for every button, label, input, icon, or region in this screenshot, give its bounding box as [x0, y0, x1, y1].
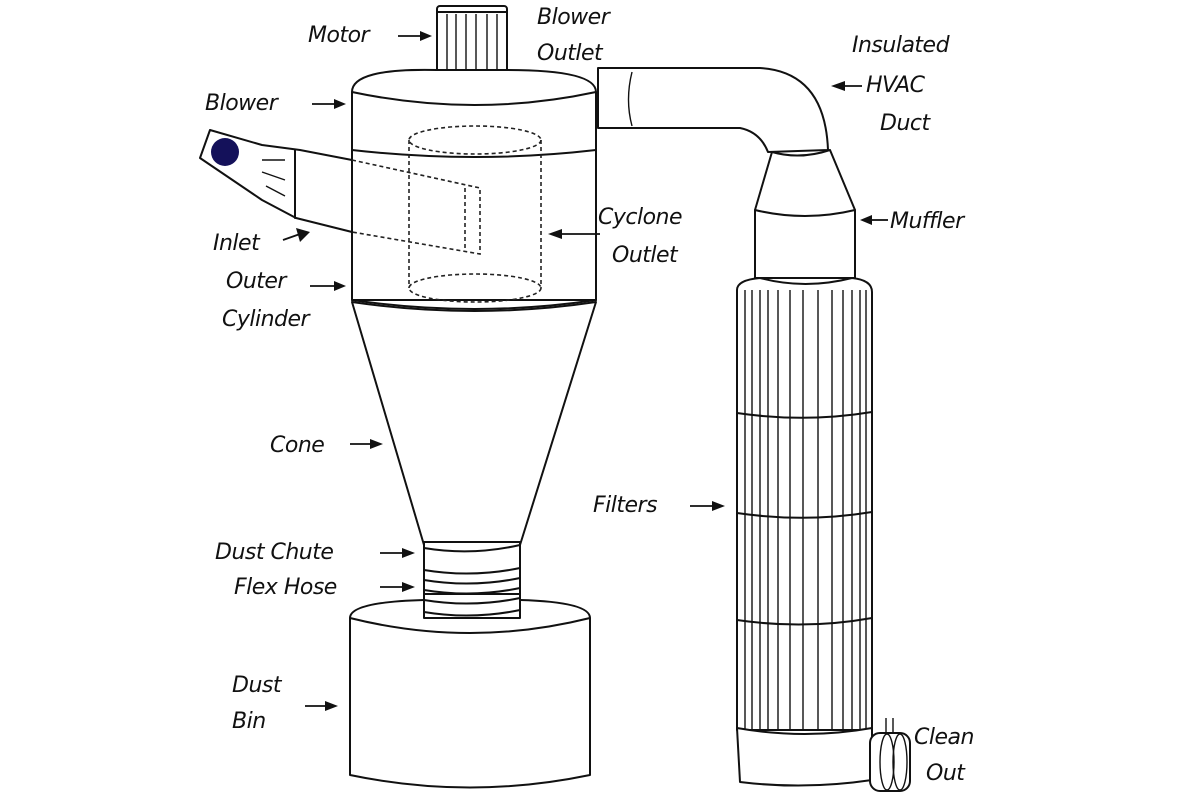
label-cyclone-outlet: Cyclone Outlet — [548, 205, 683, 268]
svg-text:Flex Hose: Flex Hose — [234, 575, 337, 600]
label-insulated-hvac-duct: Insulated HVAC Duct — [831, 33, 951, 136]
cyclone-outlet — [408, 125, 542, 303]
inlet — [199, 129, 481, 255]
label-motor: Motor — [308, 23, 432, 48]
outer-cylinder — [351, 68, 597, 310]
label-dust-bin: Dust Bin — [232, 673, 338, 734]
svg-text:Cyclone: Cyclone — [598, 205, 682, 230]
svg-text:Dust Chute: Dust Chute — [215, 540, 333, 565]
svg-text:Outlet: Outlet — [612, 243, 679, 268]
svg-text:Clean: Clean — [914, 725, 974, 750]
label-outer-cylinder: Outer Cylinder — [222, 269, 346, 332]
svg-text:Duct: Duct — [880, 111, 931, 136]
svg-text:Muffler: Muffler — [890, 209, 966, 234]
label-filters: Filters — [593, 493, 725, 518]
filters — [736, 277, 873, 787]
svg-text:Dust: Dust — [232, 673, 283, 698]
svg-text:Cone: Cone — [270, 433, 324, 458]
inlet-dot — [211, 138, 239, 166]
svg-text:Blower: Blower — [537, 5, 612, 30]
svg-text:Outer: Outer — [226, 269, 288, 294]
svg-text:Blower: Blower — [205, 91, 280, 116]
label-dust-chute: Dust Chute — [215, 540, 415, 565]
clean-out — [869, 718, 911, 792]
svg-text:Inlet: Inlet — [213, 231, 261, 256]
svg-text:Out: Out — [926, 761, 966, 786]
svg-text:Outlet: Outlet — [537, 41, 604, 66]
label-blower-outlet: Blower Outlet — [537, 5, 612, 66]
muffler — [754, 149, 856, 279]
svg-text:Insulated: Insulated — [852, 33, 951, 58]
label-clean-out: Clean Out — [914, 725, 974, 786]
label-cone: Cone — [270, 433, 383, 458]
dust-bin — [349, 593, 591, 789]
svg-text:Filters: Filters — [593, 493, 657, 518]
label-muffler: Muffler — [860, 209, 967, 234]
cone — [351, 301, 597, 546]
label-inlet: Inlet — [213, 228, 310, 256]
svg-text:Motor: Motor — [308, 23, 372, 48]
hvac-duct — [597, 67, 829, 153]
label-flex-hose: Flex Hose — [234, 575, 415, 600]
svg-text:Cylinder: Cylinder — [222, 307, 312, 332]
label-blower: Blower — [205, 91, 346, 116]
svg-text:Bin: Bin — [232, 709, 266, 734]
svg-text:HVAC: HVAC — [866, 73, 926, 98]
